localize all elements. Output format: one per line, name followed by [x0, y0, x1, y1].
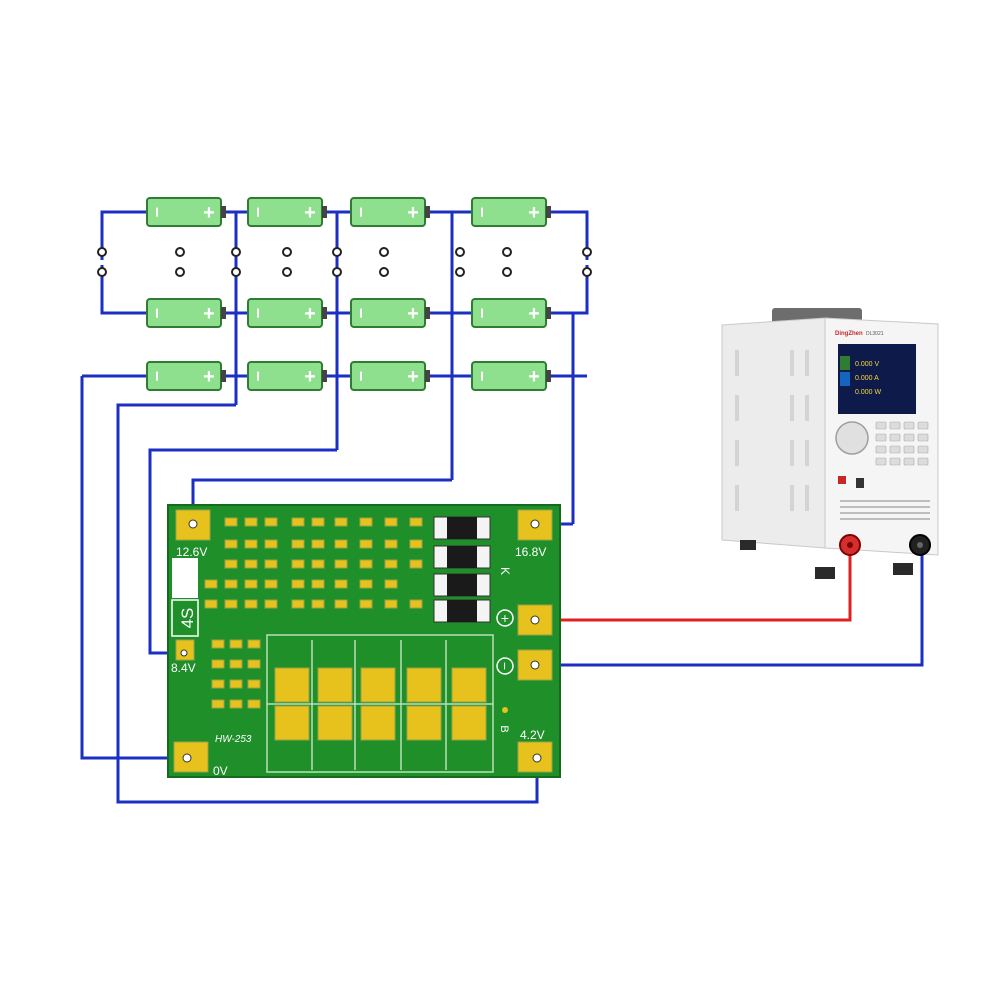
- cell-positive-symbol: +: [528, 366, 540, 388]
- cell-positive-symbol: +: [528, 303, 540, 325]
- bms-pcb: 4S 12.6V 16.8V 8.4V 4.2V 0V HW-253 + − K…: [167, 504, 561, 778]
- label-4v2: 4.2V: [520, 728, 545, 742]
- label-0v: 0V: [213, 764, 228, 778]
- screen-power: 0.000 W: [855, 389, 881, 396]
- cell-positive-symbol: +: [407, 303, 419, 325]
- label-b: B: [498, 725, 510, 732]
- pcb-power-resistors: [433, 516, 491, 623]
- wire-row2: [100, 265, 589, 315]
- battery-cell: −+: [350, 298, 430, 328]
- cell-positive-symbol: +: [304, 202, 316, 224]
- load-brand: DingZhen: [835, 331, 863, 337]
- cell-negative-symbol: −: [351, 308, 371, 319]
- load-keypad: [875, 421, 929, 466]
- screen-voltage: 0.000 V: [855, 361, 879, 368]
- cell-negative-symbol: −: [147, 371, 167, 382]
- label-16v8: 16.8V: [515, 545, 546, 559]
- cell-positive-symbol: +: [528, 202, 540, 224]
- battery-cell: −+: [146, 361, 226, 391]
- cell-negative-symbol: −: [351, 207, 371, 218]
- battery-cell: −+: [350, 197, 430, 227]
- cell-positive-symbol: +: [407, 202, 419, 224]
- load-knob[interactable]: [835, 421, 869, 455]
- cell-positive-symbol: +: [203, 202, 215, 224]
- label-k: K: [498, 567, 512, 575]
- battery-bank: −+−+−+−+−+−+−+−+−+−+−+−+: [146, 197, 551, 391]
- battery-cell: −+: [471, 298, 551, 328]
- cell-negative-symbol: −: [248, 371, 268, 382]
- pcb-terminal-pads: [173, 509, 553, 773]
- series-label-box: [172, 558, 198, 598]
- cell-positive-symbol: +: [304, 303, 316, 325]
- screen-current: 0.000 A: [855, 375, 879, 382]
- cell-negative-symbol: −: [147, 207, 167, 218]
- battery-cell: −+: [247, 361, 327, 391]
- load-power-button[interactable]: [838, 476, 846, 484]
- battery-cell: −+: [247, 298, 327, 328]
- battery-cell: −+: [247, 197, 327, 227]
- pcb-smd-components: [204, 517, 423, 709]
- wire-output-plus: [535, 548, 852, 622]
- label-8v4: 8.4V: [171, 661, 196, 675]
- load-model: DL3021: [866, 331, 884, 337]
- cell-negative-symbol: −: [248, 207, 268, 218]
- series-label: 4S: [178, 608, 197, 629]
- wire-0v: [80, 376, 187, 760]
- load-usb-port: [856, 478, 864, 488]
- cell-positive-symbol: +: [304, 366, 316, 388]
- cell-negative-symbol: −: [248, 308, 268, 319]
- pcb-mosfet-pads: [266, 634, 494, 773]
- label-model: HW-253: [215, 734, 252, 745]
- cell-negative-symbol: −: [351, 371, 371, 382]
- cell-positive-symbol: +: [203, 303, 215, 325]
- label-plus: +: [501, 610, 509, 626]
- cell-negative-symbol: −: [472, 308, 492, 319]
- battery-cell: −+: [146, 197, 226, 227]
- cell-positive-symbol: +: [407, 366, 419, 388]
- label-12v6: 12.6V: [176, 545, 207, 559]
- label-minus: −: [497, 662, 513, 670]
- load-screen: [838, 344, 916, 414]
- cell-negative-symbol: −: [472, 371, 492, 382]
- wire-output-minus: [535, 548, 924, 667]
- battery-cell: −+: [471, 361, 551, 391]
- battery-cell: −+: [146, 298, 226, 328]
- wire-row1: [100, 210, 589, 260]
- electronic-load: DingZhen DL3021 0.000 V 0.000 A 0.000 W: [721, 308, 939, 579]
- battery-cell: −+: [350, 361, 430, 391]
- cell-negative-symbol: −: [472, 207, 492, 218]
- connector-dots: [97, 247, 592, 277]
- cell-positive-symbol: +: [203, 366, 215, 388]
- cell-negative-symbol: −: [147, 308, 167, 319]
- wire-4v2: [116, 403, 539, 804]
- battery-cell: −+: [471, 197, 551, 227]
